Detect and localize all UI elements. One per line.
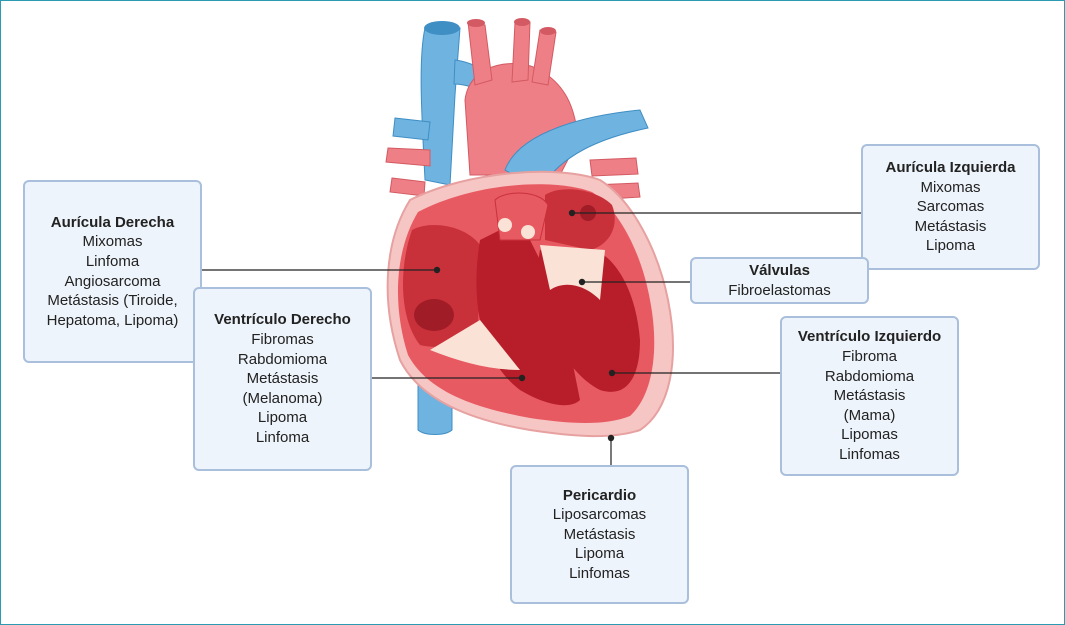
box-item: Rabdomioma — [824, 367, 915, 385]
box-auricula-izquierda: Aurícula Izquierda Mixomas Sarcomas Metá… — [861, 144, 1040, 270]
box-item: Angiosarcoma — [64, 272, 161, 290]
box-item: Liposarcomas — [552, 506, 647, 524]
box-item: (Mama) — [843, 406, 896, 424]
box-item: Metástasis — [833, 387, 906, 405]
valve-tissue — [430, 192, 605, 370]
leader-lines — [202, 212, 862, 467]
box-item: Metástasis (Tiroide, — [47, 292, 178, 310]
leader-dot — [607, 434, 615, 442]
box-item: Lipoma — [574, 545, 625, 563]
box-item: Linfoma — [85, 252, 140, 270]
box-title: Ventrículo Izquierdo — [797, 328, 942, 346]
box-item: Linfoma — [255, 428, 310, 446]
box-ventriculo-derecho: Ventrículo Derecho Fibromas Rabdomioma M… — [193, 287, 372, 471]
box-item: Lipoma — [925, 237, 976, 255]
pulmonary-veins-right — [385, 117, 431, 197]
leader-dot — [578, 278, 586, 286]
leader-dot — [518, 374, 526, 382]
box-title: Aurícula Izquierda — [885, 159, 1016, 177]
leader-dot — [608, 369, 616, 377]
box-item: Mixomas — [920, 178, 981, 196]
leader-dot — [568, 209, 576, 217]
box-title: Ventrículo Derecho — [214, 311, 351, 329]
box-item: Lipomas — [841, 426, 898, 444]
box-item: Fibroma — [841, 348, 897, 366]
box-item: Fibromas — [251, 331, 314, 349]
box-title: Aurícula Derecha — [50, 213, 175, 231]
box-item: Hepatoma, Lipoma) — [46, 311, 179, 329]
box-item: Fibroelastomas — [728, 281, 831, 299]
box-item: Metástasis — [246, 370, 319, 388]
box-valvulas: Válvulas Fibroelastomas — [690, 257, 869, 304]
leader-dots — [433, 209, 616, 442]
box-ventriculo-izquierdo: Ventrículo Izquierdo Fibroma Rabdomioma … — [780, 316, 959, 476]
leader-dot — [433, 266, 441, 274]
box-item: Rabdomioma — [237, 350, 328, 368]
box-title: Válvulas — [749, 261, 810, 279]
box-item: Linfomas — [839, 445, 900, 463]
pulmonary-artery — [504, 109, 649, 191]
box-item: Sarcomas — [916, 198, 985, 216]
left-atrium-chamber — [545, 189, 615, 250]
box-item: Mixomas — [82, 233, 143, 251]
box-item: Linfomas — [569, 564, 630, 582]
box-item: Metástasis — [914, 217, 987, 235]
box-item: Lipoma — [257, 409, 308, 427]
box-item: (Melanoma) — [242, 389, 323, 407]
box-auricula-derecha: Aurícula Derecha Mixomas Linfoma Angiosa… — [23, 180, 202, 363]
box-pericardio: Pericardio Liposarcomas Metástasis Lipom… — [510, 465, 689, 604]
box-item: Metástasis — [563, 525, 636, 543]
box-title: Pericardio — [562, 486, 637, 504]
